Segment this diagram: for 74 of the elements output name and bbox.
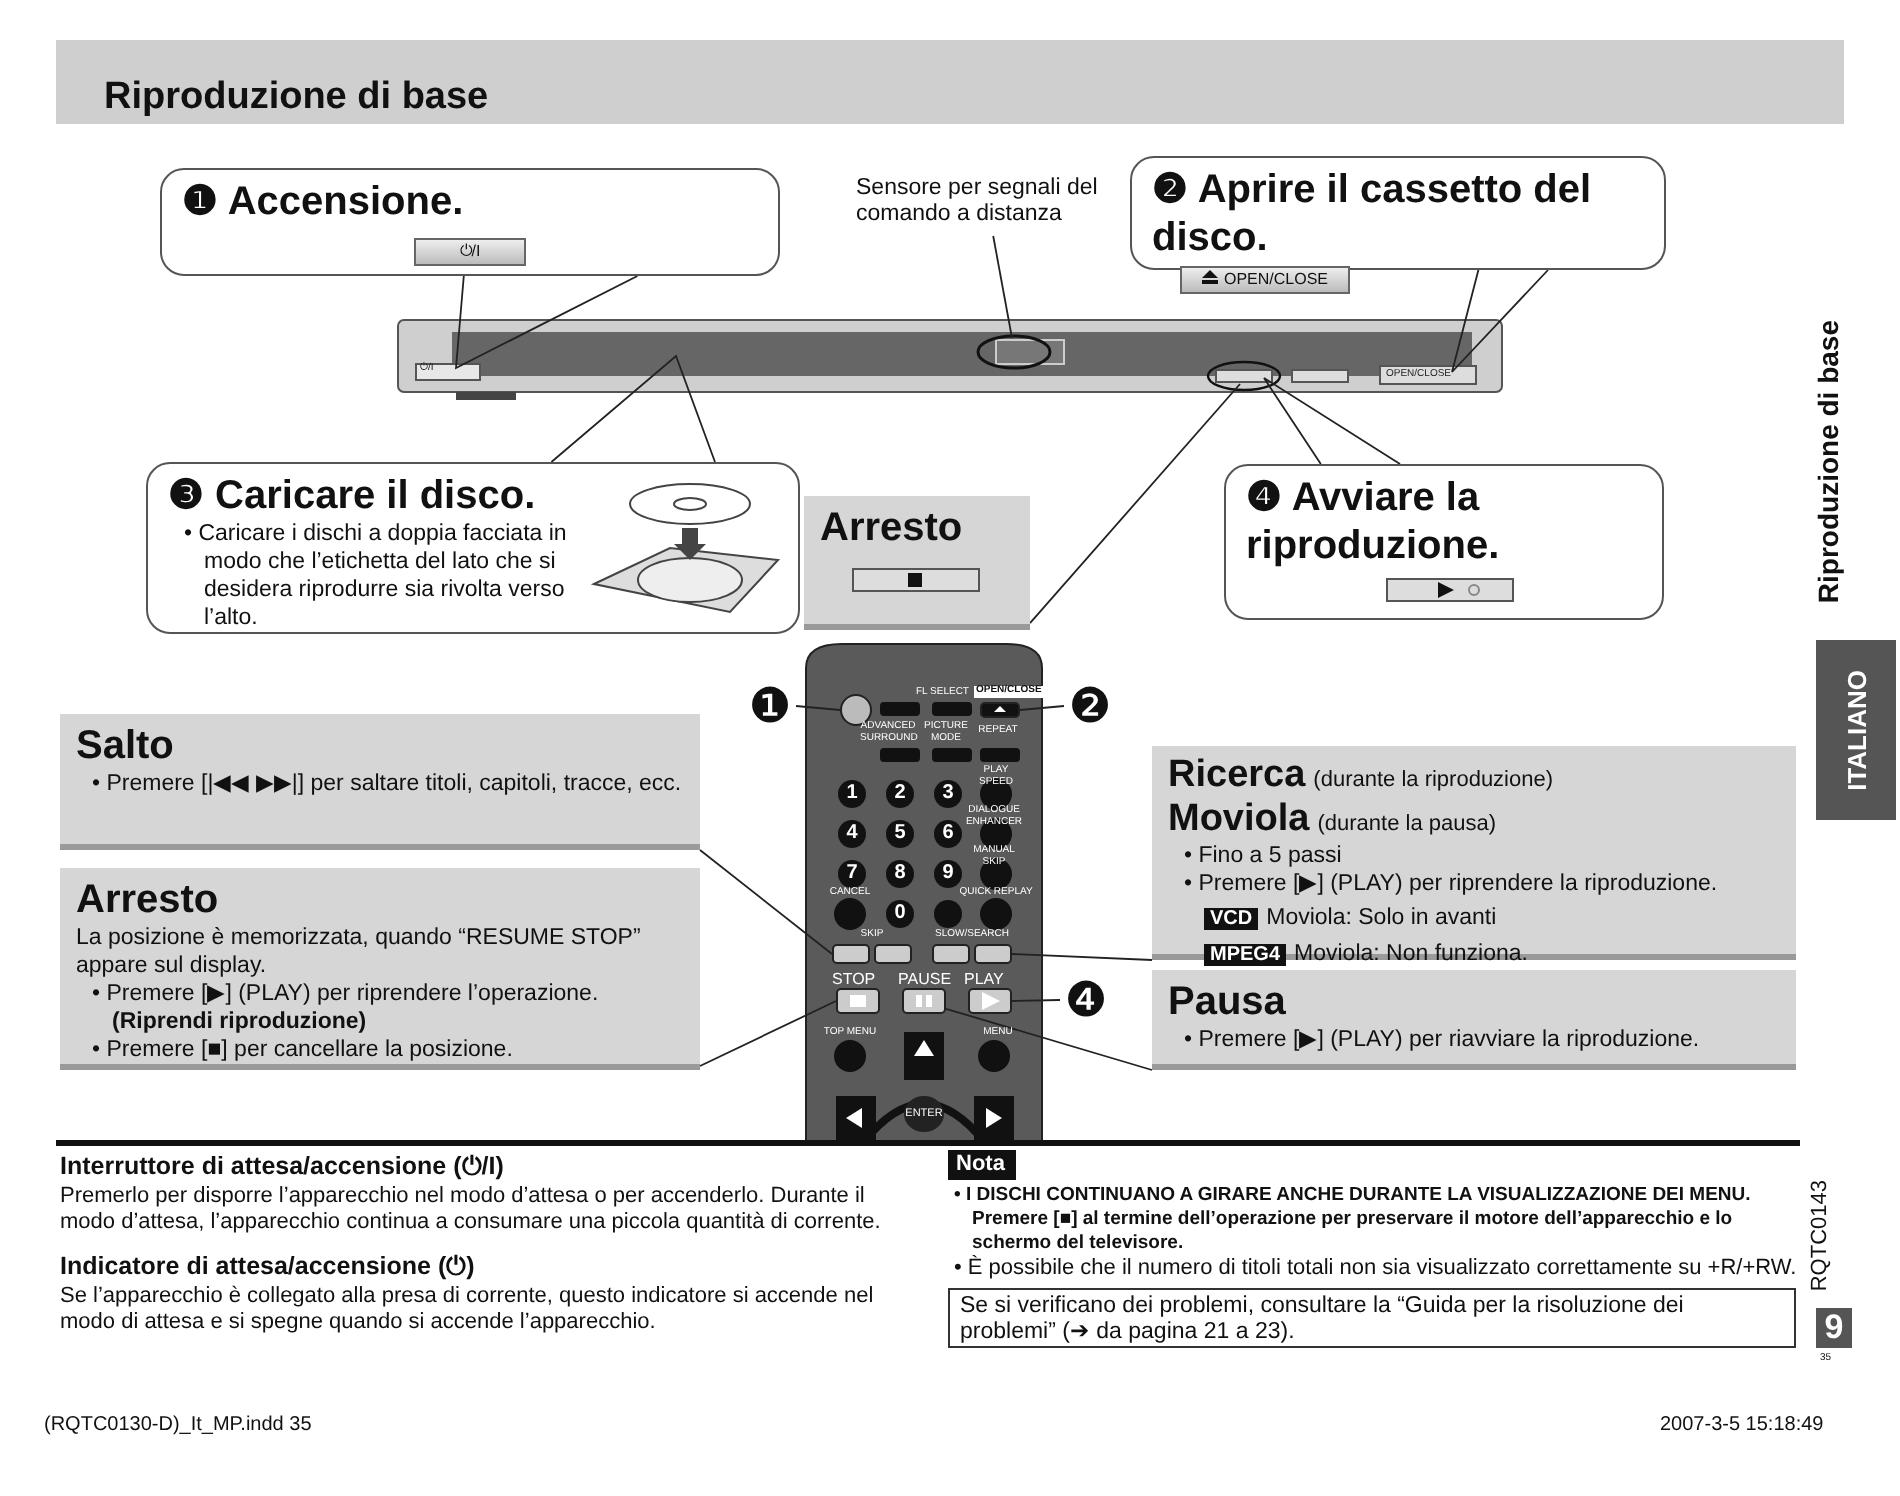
note-item: • È possibile che il numero di titoli totali non sia visualizzato correttamente su +R/+RW. [952,1256,1799,1282]
leader-line [1019,705,1065,711]
subheading: Interruttore di attesa/accensione (⏻/I) [60,1152,504,1182]
skip-buttons [832,944,912,964]
page-title: Riproduzione di base [104,76,489,120]
button-label: PAUSE [898,970,952,988]
leader-line [1451,269,1549,373]
button-label: STOP [832,970,876,988]
bullet-item: • Caricare i dischi a doppia facciata in modo che l’etichetta del lato che si desidera riprodurre sia rivolta verso l’alto. [182,520,569,632]
button-label: PLAY [964,970,1004,988]
info-panel [60,714,700,850]
leader-line [454,275,639,370]
bullet-item: • Premere [|◀◀ ▶▶|] per saltare titoli, capitoli, tracce, ecc. [90,770,684,798]
callout-box [146,462,800,634]
paragraph: Se l’apparecchio è collegato alla presa di corrente, questo indicatore si accende nel modo di attesa e si spegne quando si accende l’apparecchio. [60,1284,876,1336]
info-panel [1152,746,1796,960]
leader-line [1029,383,1241,625]
info-panel [1152,970,1796,1070]
section-label: Riproduzione di base [1812,320,1844,604]
leader-line [699,1000,837,1067]
callout-number: ❹ [1060,974,1112,1026]
bullet-item: • Premere [▶] (PLAY) per riprendere l’operazione. (Riprendi riproduzione) [90,980,601,1036]
open-close-button: OPEN/CLOSE [1180,265,1351,294]
heading-note: (durante la pausa) [1317,812,1497,836]
language-tab: ITALIANO [1816,640,1896,820]
heading: ❹ Avviare la riproduzione. [1246,474,1502,570]
heading: Ricerca [1168,754,1306,796]
bullet-item: • Premere [▶] (PLAY) per riavviare la riproduzione. [1182,1026,1702,1054]
note-badge: Nota [948,1150,1016,1180]
leader-line [1011,999,1061,1002]
heading: ❷ Aprire il cassetto del disco. [1152,166,1594,262]
leader-line [992,235,1013,339]
callout-box [1224,464,1664,620]
info-panel [60,868,700,1070]
heading: ❸ Caricare il disco. [168,472,538,520]
paragraph: Premerlo per disporre l’apparecchio nel modo d’attesa o per accenderlo. Durante il modo d’attesa, l’apparecchio continua a consumare una piccola quantità di corrente. [60,1184,883,1236]
pause-button [902,988,946,1014]
heading: Arresto [76,876,221,924]
subheading: Indicatore di attesa/accensione (⏻) [60,1252,475,1282]
stop-button [836,988,880,1014]
heading: Arresto [820,504,965,552]
document-code: RQTC0143 [1808,1180,1832,1292]
leader-line [1263,377,1401,465]
page-number-tab: 9 [1816,1308,1852,1348]
callout-number: ❷ [1064,680,1116,732]
leader-line [550,354,716,463]
bullet-item: • Fino a 5 passi [1182,842,1344,870]
bullet-item: • Premere [■] per cancellare la posizione. [90,1036,515,1064]
search-buttons [932,944,1012,964]
body-text: La posizione è memorizzata, quando “RESUME STOP” appare sul display. [76,924,643,980]
format-badge: VCD [1204,908,1259,930]
note-text: Moviola: Non funziona. [1294,942,1528,966]
heading: Pausa [1168,978,1288,1026]
note-box: Se si verificano dei problemi, consultare la “Guida per la risoluzione dei problemi” (➔ da pagina 21 a 23). [948,1288,1796,1348]
leader-line [945,1007,1153,1071]
heading: Moviola [1168,798,1310,840]
format-badge: MPEG4 [1204,944,1287,966]
bullet-item: • Premere [▶] (PLAY) per riprendere la riproduzione. [1182,870,1720,898]
eject-button [980,702,1020,718]
note-text: Moviola: Solo in avanti [1266,906,1497,930]
leader-line [1011,953,1153,961]
callout-label: Sensore per segnali del comando a distanza [856,176,1120,236]
note-item: • I DISCHI CONTINUANO A GIRARE ANCHE DURANTE LA VISUALIZZAZIONE DEI MENU. Premere [■] al termine dell’operazione per preservare il motore dell’apparecchio e lo schermo del televisore. [952,1184,1753,1255]
info-panel [804,496,1030,630]
callout-number: ❶ [744,680,796,732]
heading: ❶ Accensione. [182,178,466,226]
heading-note: (durante la riproduzione) [1313,768,1554,792]
footer-text: (RQTC0130-D)_It_MP.indd 35 [44,1414,312,1436]
callout-box [160,168,780,276]
leader-line [795,705,841,711]
heading: Salto [76,722,176,770]
play-button [968,988,1012,1014]
footer-text: 2007-3-5 15:18:49 [1660,1414,1824,1436]
power-button: ⏻/I [413,237,527,266]
